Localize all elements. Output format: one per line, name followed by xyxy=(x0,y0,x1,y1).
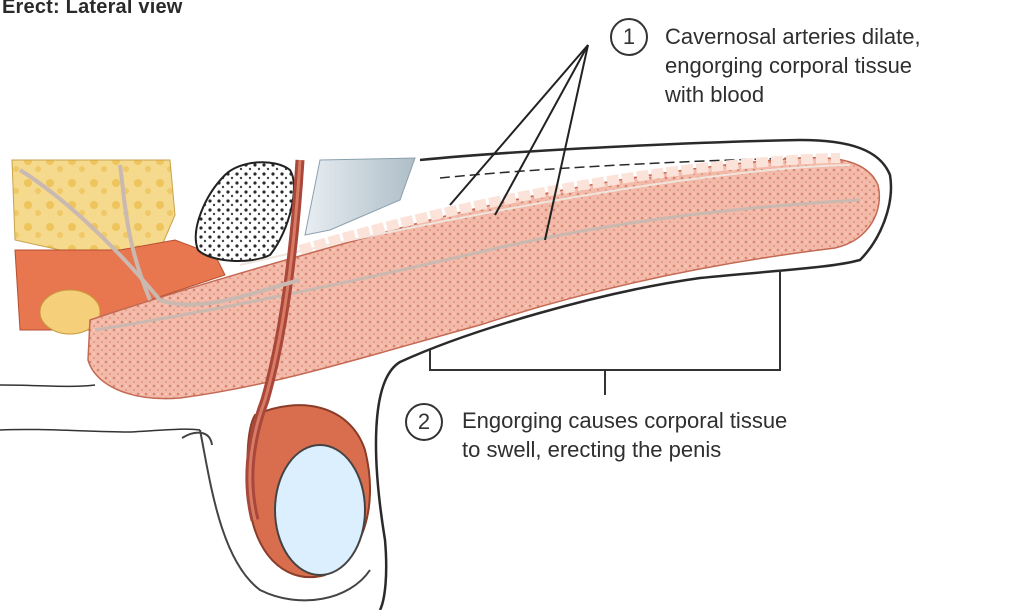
testis xyxy=(247,405,370,577)
pubic-bone xyxy=(196,162,294,261)
step-2-line-1: Engorging causes corporal tissue xyxy=(462,406,787,435)
pelvic-fat xyxy=(12,160,175,255)
step-1-line-2: engorging corporal tissue xyxy=(665,51,921,80)
step-2-marker: 2 xyxy=(405,403,443,441)
bladder-wall xyxy=(305,158,415,235)
step-2-line-2: to swell, erecting the penis xyxy=(462,435,787,464)
step-1-line-1: Cavernosal arteries dilate, xyxy=(665,22,921,51)
step-1-marker: 1 xyxy=(610,18,648,56)
step-1-description: Cavernosal arteries dilate, engorging co… xyxy=(665,22,921,109)
step-1-line-3: with blood xyxy=(665,80,921,109)
step-2-description: Engorging causes corporal tissue to swel… xyxy=(462,406,787,464)
